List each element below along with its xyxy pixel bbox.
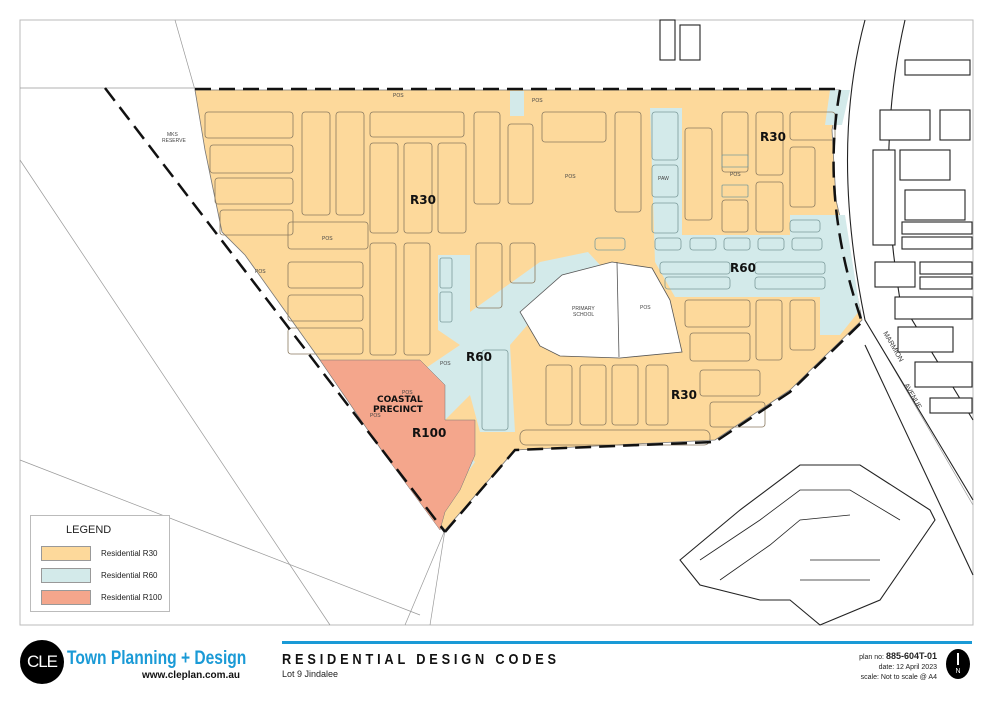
zone-r60-small: [510, 91, 524, 116]
pos-label: POS: [402, 390, 413, 396]
map-labels: R30 R30 R30 R60 R60 R100 COASTAL PRECINC…: [162, 93, 923, 440]
pos-label: POS: [440, 361, 451, 367]
pos-label: POS: [255, 269, 266, 275]
title-divider: [282, 641, 972, 644]
legend-item-r30: Residential R30: [41, 546, 157, 561]
zone-label-r30: R30: [760, 130, 786, 144]
cle-logo: CLE: [20, 640, 64, 684]
plan-subtitle: Lot 9 Jindalee: [282, 669, 339, 679]
website-link[interactable]: www.cleplan.com.au: [142, 670, 240, 681]
legend-swatch: [41, 546, 91, 561]
pos-label: POS: [640, 305, 651, 311]
plan-no-label: plan no:: [859, 654, 884, 661]
zone-label-r30: R30: [671, 388, 697, 402]
lot-blocks: [204, 111, 836, 446]
reserve-label: RESERVE: [162, 138, 186, 144]
school-label: SCHOOL: [573, 312, 594, 318]
pos-label: POS: [370, 413, 381, 419]
r60-blocks: [439, 111, 826, 431]
pos-label: POS: [730, 172, 741, 178]
plan-meta: plan no: 885-604T-01 date: 12 April 2023…: [859, 651, 937, 683]
pos-label: POS: [322, 236, 333, 242]
zone-r60-corner: [825, 90, 850, 125]
north-label: N: [955, 668, 961, 675]
legend-item-r60: Residential R60: [41, 568, 157, 583]
site-boundary: [104, 87, 864, 533]
pos-label: POS: [565, 174, 576, 180]
plan-title: RESIDENTIAL DESIGN CODES: [282, 651, 560, 668]
legend-title: LEGEND: [66, 524, 112, 536]
school-label: PRIMARY: [572, 306, 595, 312]
pos-label: POS: [532, 98, 543, 104]
precinct-label: COASTAL: [377, 395, 423, 405]
zone-label-r100: R100: [412, 426, 446, 440]
legend-label: Residential R30: [101, 549, 158, 558]
reserve-label: MKS: [167, 132, 179, 138]
urban-blocks: [659, 19, 973, 626]
plan-no: 885-604T-01: [885, 651, 937, 661]
plan-scale: scale: Not to scale @ A4: [860, 674, 937, 681]
legend-swatch: [41, 590, 91, 605]
legend-item-r100: Residential R100: [41, 590, 162, 605]
brand-name: Town Planning + Design: [67, 648, 247, 669]
zone-label-r60: R60: [466, 350, 492, 364]
legend-label: Residential R60: [101, 571, 158, 580]
pos-label: POS: [393, 93, 404, 99]
legend-label: Residential R100: [101, 593, 162, 602]
zone-label-r30: R30: [410, 193, 436, 207]
precinct-label: PRECINCT: [373, 405, 424, 415]
paw-label: PAW: [658, 176, 669, 182]
plan-date: date: 12 April 2023: [878, 664, 937, 671]
legend: LEGEND Residential R30 Residential R60 R…: [30, 515, 170, 612]
legend-swatch: [41, 568, 91, 583]
north-arrow-icon: N: [946, 649, 970, 679]
primary-school-site: [519, 261, 683, 359]
cadastral-lines: [19, 19, 974, 626]
zone-label-r60: R60: [730, 261, 756, 275]
zone-r100-area: [319, 359, 476, 531]
zone-r60-east: [650, 108, 860, 335]
